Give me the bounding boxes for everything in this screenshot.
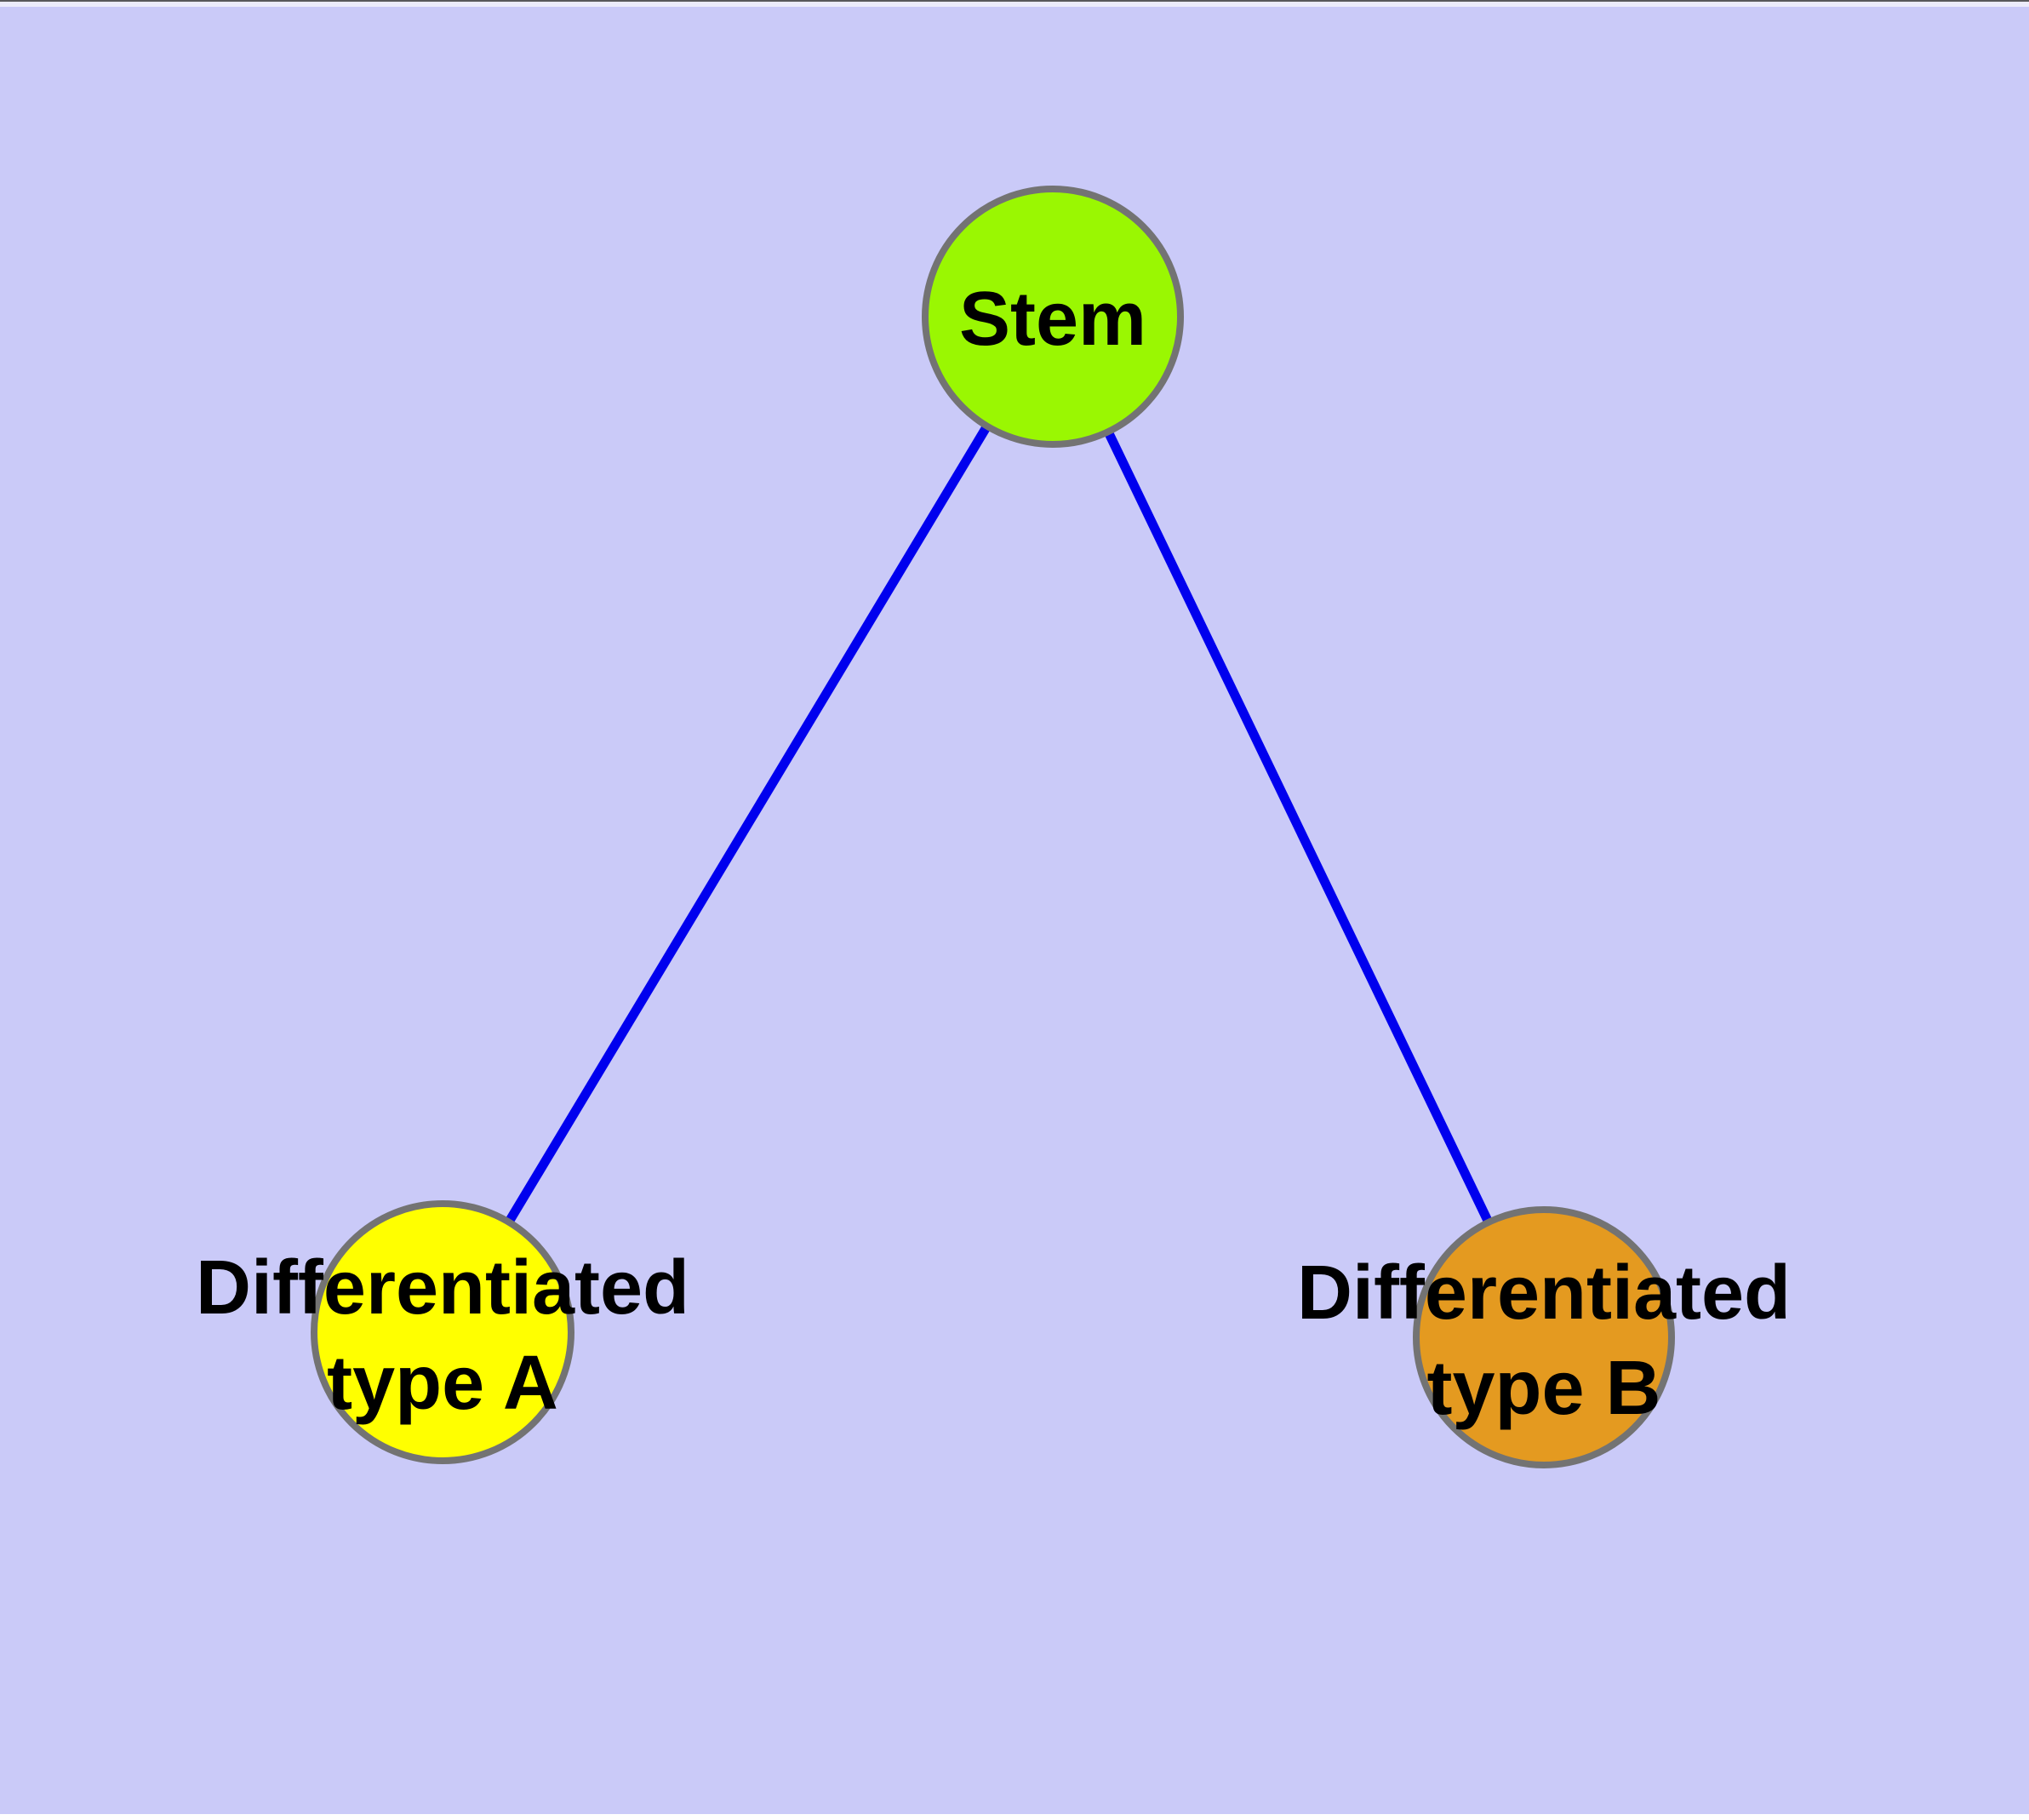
node-type-a-label-line1: Differentiated — [196, 1245, 689, 1331]
node-stem-label: Stem — [959, 277, 1146, 362]
edge-stem-to-type-b — [1049, 314, 1548, 1340]
node-type-b-label-line1: Differentiated — [1297, 1251, 1791, 1336]
node-type-b-label-line2: type B — [1426, 1346, 1660, 1431]
window-top-border — [0, 0, 2029, 2]
window-top-margin — [0, 2, 2029, 7]
node-differentiated-type-b[interactable] — [1413, 1206, 1675, 1468]
window-bottom-margin — [0, 1814, 2029, 1820]
node-differentiated-type-a[interactable] — [311, 1200, 574, 1464]
edge-stem-to-type-a — [438, 314, 1057, 1335]
node-stem[interactable] — [922, 186, 1184, 448]
node-type-a-label-line2: type A — [327, 1341, 558, 1426]
